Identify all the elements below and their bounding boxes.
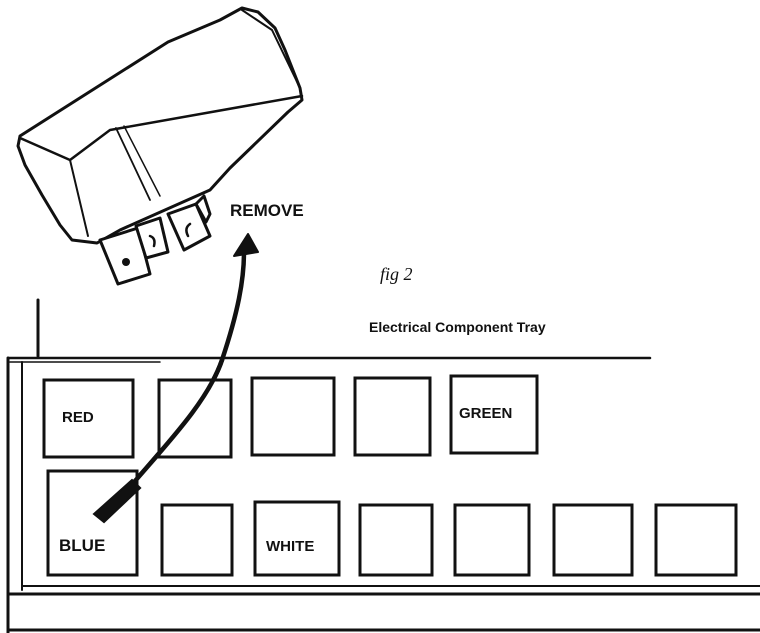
relay: [16, 6, 304, 286]
relay-crease: [69, 159, 89, 237]
relay-crease-2: [115, 127, 151, 201]
slot-blue-label: BLUE: [59, 536, 105, 555]
terminal-hook-3: [185, 222, 192, 238]
relay-top-edge: [18, 94, 304, 162]
slot-green: [449, 374, 539, 455]
relay-crease-3: [123, 125, 161, 197]
slot-bottom-7: [654, 503, 738, 577]
slot-red: [42, 378, 135, 459]
component-tray: [6, 298, 760, 633]
tray-title: Electrical Component Tray: [369, 319, 546, 335]
relay-body: [16, 6, 304, 245]
tray-top-row: [42, 374, 539, 459]
slot-bottom-5: [453, 503, 531, 577]
slot-bottom-4: [358, 503, 434, 577]
slot-top-2: [157, 378, 233, 459]
slot-bottom-2: [160, 503, 234, 577]
tray-bottom-row: [46, 469, 738, 577]
relay-terminal-1: [98, 226, 152, 286]
slot-white-label: WHITE: [266, 538, 314, 555]
relay-top-edge-2: [241, 9, 301, 89]
terminal-hole-1: [122, 258, 130, 266]
figure-caption: fig 2: [380, 264, 413, 284]
remove-label: REMOVE: [230, 201, 304, 220]
terminal-hook-2: [148, 234, 156, 248]
slot-top-4: [353, 376, 432, 457]
arrow-tail-overlay: [92, 478, 142, 524]
slot-bottom-6: [552, 503, 634, 577]
arrow-head: [233, 233, 259, 257]
slot-red-label: RED: [62, 409, 94, 426]
slot-white: [253, 500, 341, 577]
relay-terminal-4: [194, 194, 212, 224]
slot-green-label: GREEN: [459, 405, 512, 422]
slot-top-3: [250, 376, 336, 457]
relay-terminal-3: [166, 202, 212, 252]
